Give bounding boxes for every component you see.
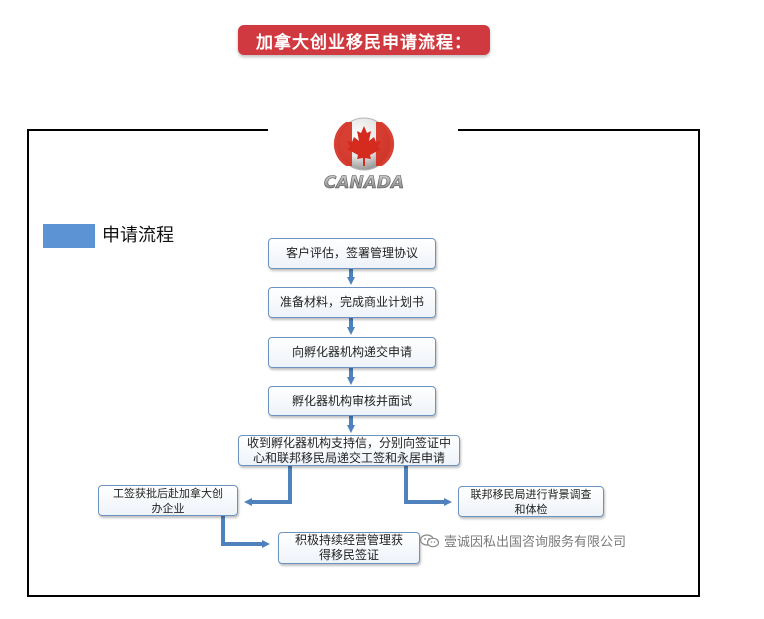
arrow-left (244, 466, 292, 506)
legend-swatch (43, 224, 95, 248)
watermark: 壹诚因私出国咨询服务有限公司 (420, 531, 626, 550)
watermark-text: 壹诚因私出国咨询服务有限公司 (444, 535, 627, 550)
arrow-right (404, 466, 452, 506)
legend-label: 申请流程 (102, 225, 174, 246)
flow-step-5: 收到孵化器机构支持信，分别向签证中心和联邦移民局递交工签和永居申请 (238, 435, 460, 466)
flow-step-1: 客户评估，签署管理协议 (268, 238, 436, 269)
wechat-icon (420, 533, 440, 547)
logo-text: CANADA (324, 173, 404, 193)
flow-step-2: 准备材料，完成商业计划书 (268, 287, 436, 318)
canada-maple-leaf-icon: CANADA (324, 117, 404, 193)
flow-final: 积极持续经营管理获得移民签证 (278, 532, 420, 564)
page-title: 加拿大创业移民申请流程： (238, 25, 490, 55)
flow-step-3: 向孵化器机构递交申请 (268, 337, 436, 368)
flow-step-4: 孵化器机构审核并面试 (268, 386, 436, 416)
flow-right-branch: 联邦移民局进行背景调查和体检 (458, 486, 604, 517)
arrow-final (221, 516, 270, 548)
flow-left-branch: 工签获批后赴加拿大创办企业 (98, 485, 238, 516)
